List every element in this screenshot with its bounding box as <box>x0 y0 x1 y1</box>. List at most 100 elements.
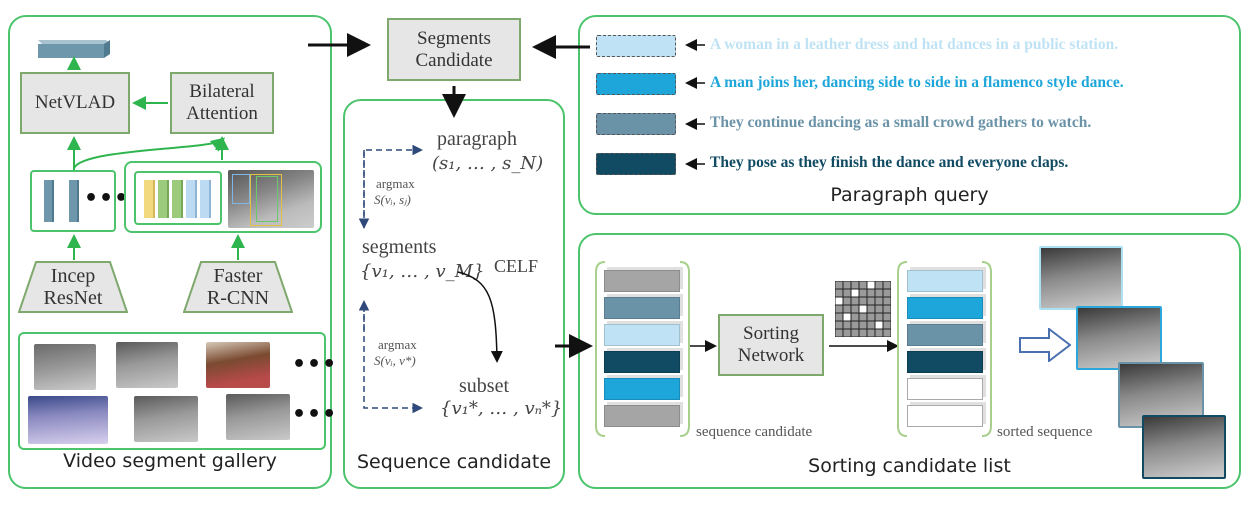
matrix-cell <box>834 328 844 338</box>
segment-feature-block <box>907 378 983 400</box>
faster-rcnn-block: Faster R-CNN <box>183 261 293 313</box>
matrix-cell <box>866 296 876 306</box>
permutation-matrix-icon <box>834 280 892 338</box>
segment-feature-block <box>907 270 983 292</box>
matrix-cell <box>834 320 844 330</box>
video-thumbnail[interactable] <box>28 396 108 444</box>
feature-column-icon <box>69 180 79 222</box>
matrix-cell <box>882 288 892 298</box>
sorted-frame-4[interactable] <box>1142 415 1226 479</box>
matrix-cell <box>858 288 868 298</box>
argmax-label-1: argmax <box>376 176 415 191</box>
matrix-cell <box>866 320 876 330</box>
netvlad-box: NetVLAD <box>20 72 130 134</box>
subset-notation: {v₁*, … , vₙ*} <box>440 398 563 419</box>
argmax-label-2: argmax <box>378 337 417 352</box>
matrix-cell <box>866 328 876 338</box>
matrix-cell <box>834 288 844 298</box>
matrix-cell <box>882 312 892 322</box>
network-label: Network <box>737 345 805 366</box>
matrix-cell <box>882 296 892 306</box>
video-thumbnail[interactable] <box>134 396 198 442</box>
sorted-sequence-caption: sorted sequence <box>997 424 1093 440</box>
matrix-cell <box>882 280 892 290</box>
matrix-cell <box>874 320 884 330</box>
sequence-candidate-title: Sequence candidate <box>356 451 552 473</box>
matrix-cell <box>858 320 868 330</box>
paragraph-query-panel: Paragraph query <box>578 15 1241 215</box>
segment-feature-block <box>907 324 983 346</box>
hollow-arrow-icon <box>1019 326 1072 364</box>
sorting-candidate-list-title: Sorting candidate list <box>808 455 1011 477</box>
video-segment-gallery-title: Video segment gallery <box>63 450 277 472</box>
feature-column-icon <box>144 180 155 218</box>
matrix-cell <box>858 312 868 322</box>
video-thumbnail[interactable] <box>34 344 96 390</box>
matrix-cell <box>834 304 844 314</box>
feature-column-icon <box>44 180 54 222</box>
segment-feature-block <box>907 405 983 427</box>
detection-frame-image <box>228 170 314 228</box>
matrix-cell <box>842 296 852 306</box>
matrix-cell <box>874 296 884 306</box>
sentence-text: A man joins her, dancing side to side in… <box>710 74 1124 91</box>
matrix-cell <box>850 304 860 314</box>
matrix-cell <box>874 304 884 314</box>
matrix-cell <box>842 320 852 330</box>
sentence-text: They pose as they finish the dance and e… <box>710 154 1069 171</box>
ellipsis-dots: ••• <box>292 352 338 377</box>
segments-label: Segments <box>417 27 491 49</box>
sentence-embedding-block <box>596 35 676 57</box>
matrix-cell <box>858 328 868 338</box>
paragraph-word: paragraph <box>437 128 517 150</box>
segments-candidate-box: Segments Candidate <box>387 18 521 81</box>
matrix-cell <box>850 328 860 338</box>
matrix-cell <box>834 280 844 290</box>
sorting-label: Sorting <box>743 323 799 344</box>
matrix-cell <box>834 312 844 322</box>
segments-word: segments <box>362 236 437 258</box>
score-label-1: S(vᵢ, sⱼ) <box>374 192 411 207</box>
netvlad-label: NetVLAD <box>34 92 116 113</box>
ellipsis-dots: ••• <box>292 402 338 427</box>
matrix-cell <box>842 280 852 290</box>
matrix-cell <box>842 328 852 338</box>
faster-label: Faster <box>213 265 263 287</box>
celf-label: CELF <box>494 256 539 276</box>
resnet-feature-box: ••• <box>30 170 128 232</box>
segment-feature-block <box>604 297 680 319</box>
video-thumbnail[interactable] <box>206 342 270 388</box>
segments-notation: {v₁, … , v_M} <box>360 261 485 282</box>
feature-vector-block-icon <box>38 40 110 58</box>
segment-feature-block <box>907 351 983 373</box>
video-thumbnail[interactable] <box>116 342 178 388</box>
paragraph-query-title: Paragraph query <box>830 184 989 206</box>
matrix-cell <box>834 296 844 306</box>
sentence-embedding-block <box>596 113 676 135</box>
incep-label: Incep <box>50 265 96 287</box>
segment-feature-block <box>604 324 680 346</box>
matrix-cell <box>874 280 884 290</box>
matrix-cell <box>842 304 852 314</box>
matrix-cell <box>882 320 892 330</box>
matrix-cell <box>858 296 868 306</box>
sorted-frame-1[interactable] <box>1039 246 1123 310</box>
sentence-text: A woman in a leather dress and hat dance… <box>710 36 1119 53</box>
sentence-embedding-block <box>596 73 676 95</box>
score-label-2: S(vᵢ, v*) <box>374 353 416 368</box>
sorted-frame-2[interactable] <box>1076 306 1162 370</box>
feature-column-icon <box>186 180 197 218</box>
matrix-cell <box>858 280 868 290</box>
video-segment-gallery-panel: Video segment gallery <box>8 15 332 489</box>
matrix-cell <box>850 288 860 298</box>
matrix-cell <box>866 280 876 290</box>
matrix-cell <box>850 320 860 330</box>
bilateral-attention-box: Bilateral Attention <box>170 72 274 134</box>
feature-column-icon <box>200 180 211 218</box>
ellipsis-dots: ••• <box>84 186 130 211</box>
video-thumbnail[interactable] <box>226 394 290 440</box>
matrix-cell <box>850 280 860 290</box>
matrix-cell <box>882 328 892 338</box>
rcnn-label: R-CNN <box>206 287 270 309</box>
feature-column-icon <box>158 180 169 218</box>
